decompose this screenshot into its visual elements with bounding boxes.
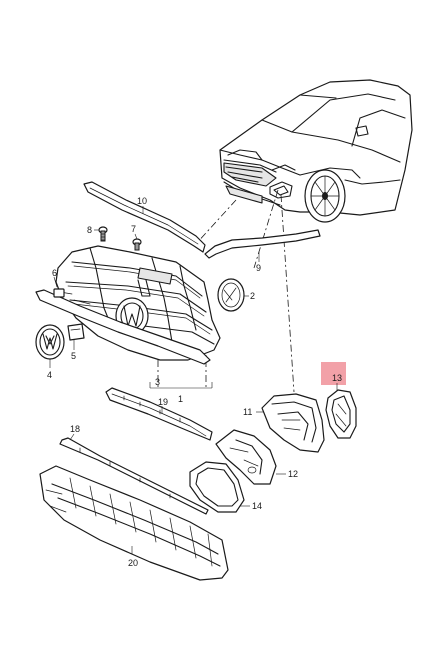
callout-9: 9 bbox=[256, 263, 261, 273]
callout-4: 4 bbox=[47, 370, 52, 380]
part-13-fog-lamp bbox=[325, 389, 357, 439]
part-3-lower-strip bbox=[35, 289, 211, 365]
part-14-fog-lamp-trim bbox=[189, 461, 245, 513]
part-6-clip bbox=[53, 288, 65, 298]
part-5-bracket bbox=[67, 323, 85, 341]
callout-14: 14 bbox=[252, 501, 262, 511]
callout-3: 3 bbox=[155, 377, 160, 387]
part-12-mounting-bracket bbox=[215, 429, 277, 485]
vehicle-illustration bbox=[219, 79, 413, 223]
callout-12: 12 bbox=[288, 469, 298, 479]
callout-13-highlight bbox=[321, 362, 346, 385]
part-18-thin-strip bbox=[59, 437, 209, 515]
callout-1: 1 bbox=[178, 394, 183, 404]
part-19-lower-trim bbox=[105, 387, 213, 441]
part-20-lower-grille bbox=[39, 465, 229, 581]
part-7-clip bbox=[132, 238, 142, 251]
callout-18: 18 bbox=[70, 424, 80, 434]
part-9-side-trim bbox=[204, 229, 321, 259]
callout-8: 8 bbox=[87, 225, 92, 235]
part-10-upper-trim-strip bbox=[83, 181, 206, 253]
part-1-radiator-grille bbox=[55, 245, 221, 361]
callout-5: 5 bbox=[71, 351, 76, 361]
callout-2: 2 bbox=[250, 291, 255, 301]
callout-19: 19 bbox=[158, 397, 168, 407]
part-11-fog-lamp-housing bbox=[261, 393, 325, 453]
callout-7: 7 bbox=[131, 224, 136, 234]
part-4-emblem bbox=[35, 324, 65, 360]
assembly-reference-lines bbox=[157, 189, 295, 393]
callout-20: 20 bbox=[128, 558, 138, 568]
callout-11: 11 bbox=[243, 407, 252, 417]
callout-6: 6 bbox=[52, 268, 57, 278]
callout-10: 10 bbox=[137, 196, 147, 206]
part-2-round-cover bbox=[217, 278, 245, 312]
callout-13: 13 bbox=[332, 373, 342, 383]
callout-labels: 10 8 7 9 6 2 5 4 3 1 19 11 bbox=[47, 196, 346, 568]
part-8-screw bbox=[98, 226, 108, 242]
